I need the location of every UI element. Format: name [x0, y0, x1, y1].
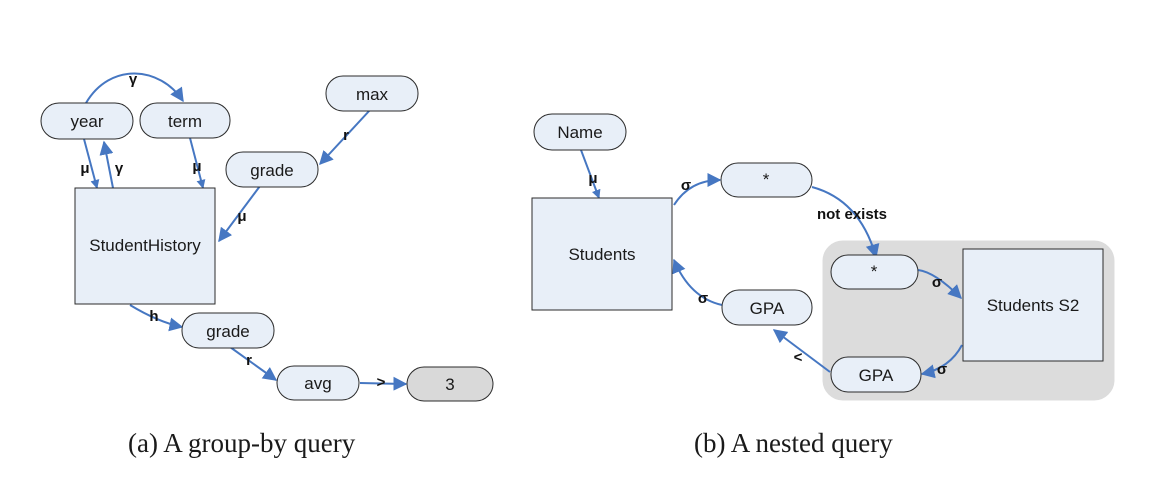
edge-label-avg-const: > — [377, 374, 386, 391]
node-term-shape — [139, 102, 231, 139]
node-name-shape — [533, 113, 627, 151]
edge-year-to-studenthistory — [83, 138, 100, 189]
node-studenthistory-shape — [74, 187, 216, 305]
edge-label-gpa-students: σ — [698, 290, 708, 307]
node-star-inner-shape — [830, 254, 919, 290]
node-avg-shape — [276, 365, 360, 401]
edge-label-term-sh: μ — [192, 158, 201, 175]
edge-star-to-students-s2 — [917, 269, 962, 299]
node-const-shape — [406, 366, 494, 402]
node-grade-top-label: grade — [250, 161, 293, 180]
edge-label-year-sh: μ — [80, 160, 89, 177]
edge-name-to-students — [580, 149, 601, 199]
edge-label-name-students: μ — [588, 170, 597, 187]
node-studenthistory-label: StudentHistory — [89, 236, 201, 255]
node-grade-bottom-label: grade — [206, 322, 249, 341]
node-students-shape — [531, 197, 673, 311]
node-max-label: max — [356, 85, 389, 104]
node-star-top-shape — [720, 162, 813, 198]
node-star-top-label: * — [763, 170, 770, 189]
node-grade-top-shape — [225, 151, 319, 188]
edge-label-s2-gpa: σ — [937, 361, 947, 378]
caption-group-by-query: (a) A group-by query — [128, 428, 356, 458]
node-star-inner-label: * — [871, 262, 878, 281]
node-const-label: 3 — [445, 375, 454, 394]
edge-label-not-exists: not exists — [817, 206, 887, 223]
edge-studenthistory-to-grade — [129, 304, 184, 332]
edge-grade-to-avg — [229, 346, 278, 381]
edge-gpa-less-gpa — [772, 329, 831, 373]
edge-year-term — [85, 72, 184, 104]
node-term-label: term — [168, 112, 202, 131]
caption-nested-query: (b) A nested query — [694, 428, 893, 458]
edge-label-grade-sh: μ — [237, 208, 246, 225]
edge-students-s2-to-gpa — [920, 344, 963, 379]
node-students-s2-shape — [962, 248, 1104, 362]
node-students-label: Students — [568, 245, 635, 264]
node-max-shape — [325, 75, 419, 112]
edge-grade-to-studenthistory — [218, 185, 261, 243]
node-year-shape — [40, 102, 134, 140]
node-grade-bottom-shape — [181, 312, 275, 349]
node-gpa-inner-shape — [830, 356, 922, 393]
edge-studenthistory-to-year — [99, 140, 114, 189]
edge-label-sh-year: γ — [115, 160, 124, 177]
node-gpa-inner-label: GPA — [859, 366, 894, 385]
edge-gpa-to-students — [672, 258, 723, 306]
edge-label-grade-avg: r — [246, 352, 252, 369]
node-gpa-left-label: GPA — [750, 299, 785, 318]
node-avg-label: avg — [304, 374, 331, 393]
edge-star-not-exists-star — [811, 186, 880, 259]
edge-students-to-star — [673, 173, 722, 206]
node-students-s2-label: Students S2 — [987, 296, 1080, 315]
edge-label-star-s2: σ — [932, 274, 942, 291]
edge-label-sh-grade: h — [149, 308, 158, 325]
node-gpa-left-shape — [721, 289, 813, 326]
node-year-label: year — [70, 112, 103, 131]
node-name-label: Name — [557, 123, 602, 142]
edge-label-students-star: σ — [681, 177, 691, 194]
edge-label-year-term: γ — [129, 71, 138, 88]
edge-term-to-studenthistory — [189, 137, 206, 189]
edge-max-to-grade — [319, 109, 371, 166]
edge-label-gpa-gpa: < — [794, 349, 803, 366]
edge-avg-to-const — [359, 376, 408, 391]
edge-label-max-grade: r — [343, 127, 349, 144]
